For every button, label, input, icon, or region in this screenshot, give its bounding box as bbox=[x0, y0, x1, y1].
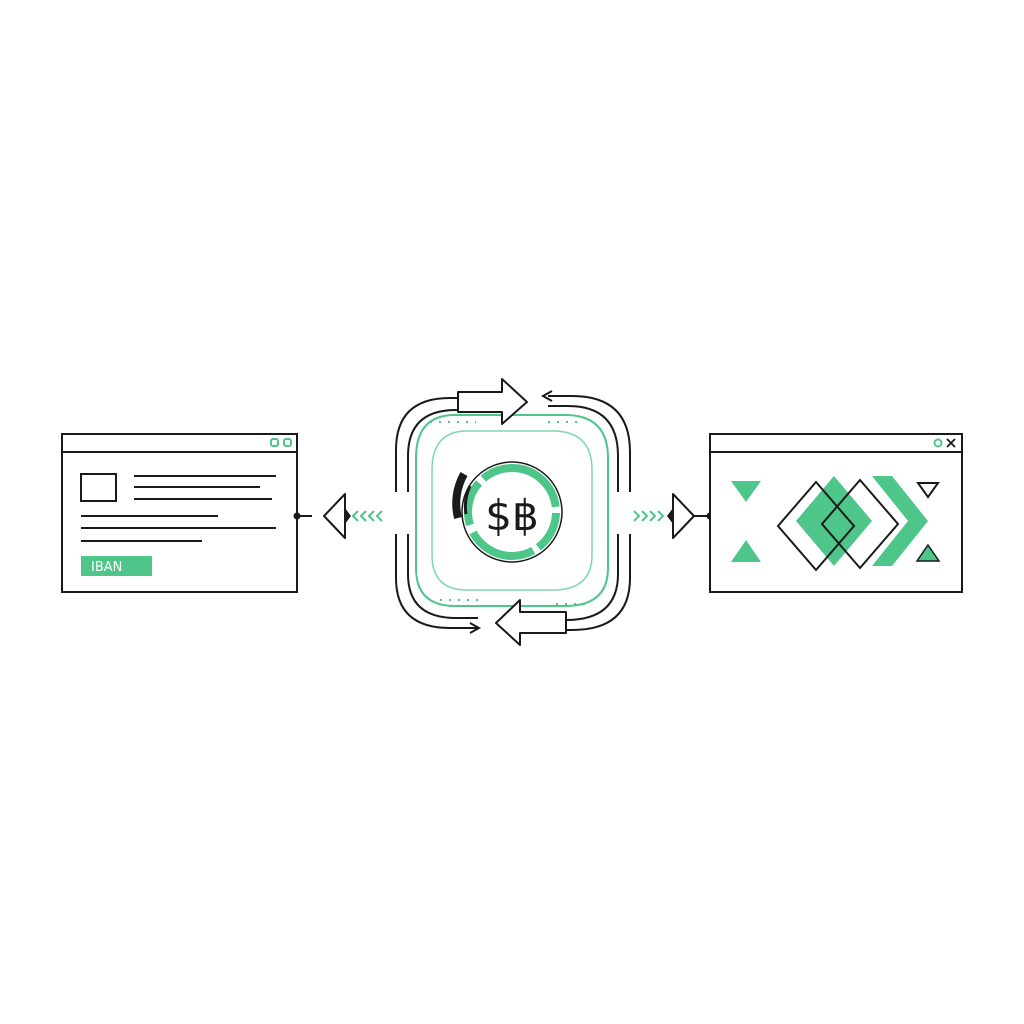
window-control-icon[interactable] bbox=[283, 438, 292, 447]
diamond-outline-icon bbox=[820, 478, 900, 570]
hub-loop-inner bbox=[431, 430, 593, 591]
left-connector bbox=[293, 493, 383, 539]
exchange-hub: $฿ bbox=[395, 378, 631, 646]
close-icon[interactable] bbox=[946, 438, 956, 448]
triangle-down-icon bbox=[731, 481, 761, 502]
arrow-left-icon bbox=[323, 493, 346, 539]
currency-symbols: $฿ bbox=[485, 491, 538, 540]
arrow-tail-icon bbox=[667, 508, 673, 524]
triangle-up-icon bbox=[731, 540, 761, 562]
crypto-window bbox=[709, 433, 963, 593]
triangle-up-icon bbox=[915, 543, 941, 562]
arrow-right-icon bbox=[457, 378, 528, 425]
arrow-tail-icon bbox=[345, 508, 351, 524]
right-connector bbox=[633, 493, 714, 539]
connector-node-icon bbox=[293, 512, 301, 520]
avatar-placeholder-icon bbox=[80, 473, 117, 502]
dashed-accents bbox=[430, 421, 592, 605]
arrow-left-icon bbox=[495, 599, 567, 646]
iban-button[interactable] bbox=[81, 556, 152, 576]
chevrons-left-icon bbox=[351, 510, 383, 522]
triangle-outline-icon bbox=[916, 482, 940, 499]
window-control-icon[interactable] bbox=[270, 438, 279, 447]
chevron-shape-icon bbox=[872, 476, 928, 566]
arrow-right-icon bbox=[672, 493, 695, 539]
currency-ring-icon bbox=[452, 461, 563, 563]
diamond-outline-icon bbox=[776, 480, 856, 572]
hub-outer-arcs bbox=[395, 395, 631, 631]
diamond-green-icon bbox=[796, 476, 872, 566]
bank-window: IBAN bbox=[61, 433, 298, 593]
iban-button-label: IBAN bbox=[91, 560, 122, 575]
hub-loop-outer bbox=[415, 414, 609, 607]
text-lines bbox=[81, 475, 276, 542]
arrowhead-small-icon bbox=[540, 390, 553, 402]
crypto-pattern bbox=[731, 476, 941, 572]
circle-icon[interactable] bbox=[933, 438, 943, 448]
arrowhead-small-icon bbox=[469, 622, 482, 634]
chevrons-right-icon bbox=[633, 510, 665, 522]
